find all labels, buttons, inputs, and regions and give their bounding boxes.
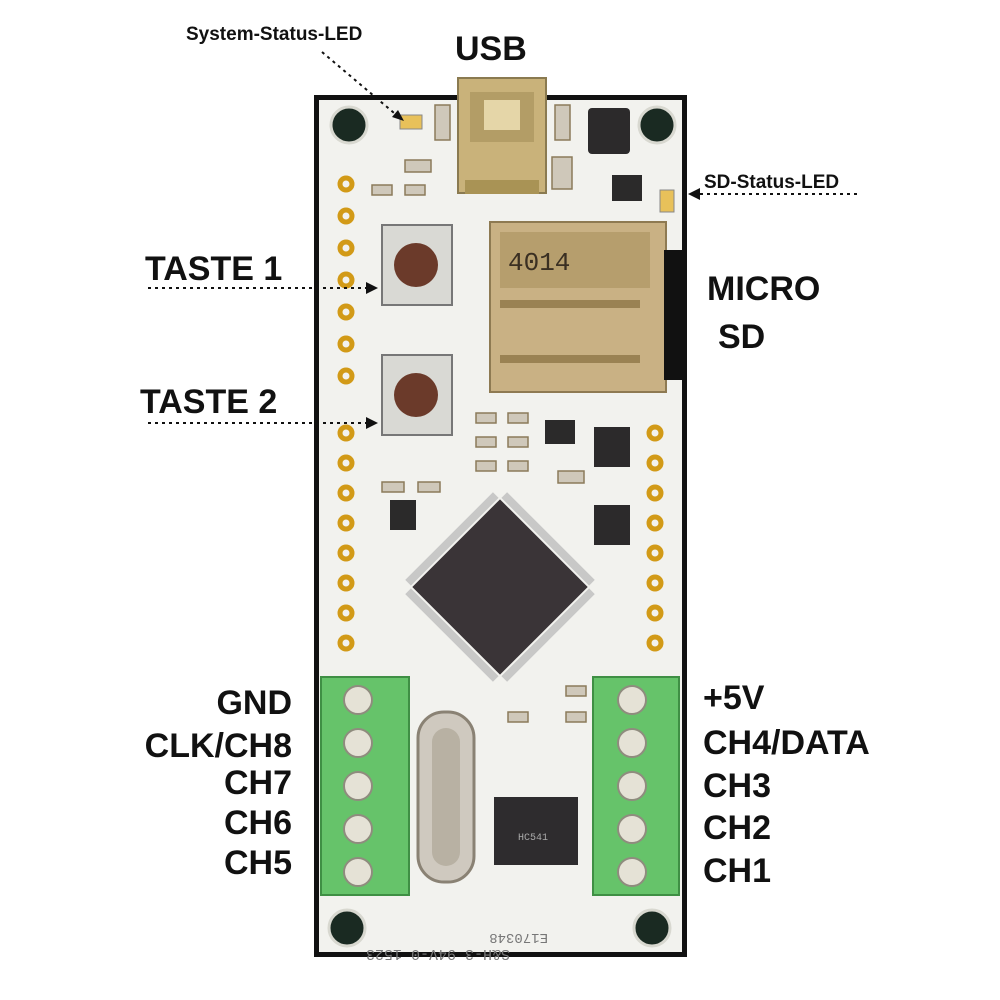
sd-status-led-label: SD-Status-LED bbox=[704, 172, 840, 193]
left-pin-header bbox=[337, 175, 355, 652]
terminal-label-ch5: CH5 bbox=[223, 844, 292, 882]
shift-register-label: HC541 bbox=[518, 833, 548, 844]
microcontroller-chip bbox=[405, 492, 595, 682]
terminal-label-ch6: CH6 bbox=[223, 804, 292, 842]
sd-status-led bbox=[659, 189, 675, 213]
board-manufacturer-mark: S&H-3 94V-0 1523 bbox=[366, 945, 510, 962]
taste1-label: TASTE 1 bbox=[145, 250, 283, 288]
terminal-label-clk-ch8: CLK/CH8 bbox=[144, 727, 292, 765]
right-pin-header bbox=[646, 424, 664, 652]
sd-label: SD bbox=[718, 318, 766, 356]
microsd-slot bbox=[489, 221, 682, 393]
terminal-label-ch4-data: CH4/DATA bbox=[703, 724, 870, 762]
system-status-led bbox=[399, 114, 423, 130]
terminal-label-ch1: CH1 bbox=[703, 852, 772, 890]
capacitors bbox=[588, 108, 630, 545]
terminal-label-5v: +5V bbox=[703, 679, 765, 717]
pushbutton-2 bbox=[381, 354, 453, 436]
usb-connector bbox=[457, 77, 547, 194]
board-id-mark: E170348 bbox=[489, 929, 548, 945]
sd-card-code: 4014 bbox=[508, 248, 570, 278]
smd-components bbox=[371, 104, 587, 723]
micro-label: MICRO bbox=[707, 270, 821, 308]
terminal-label-gnd: GND bbox=[216, 684, 292, 722]
left-terminal-block bbox=[320, 676, 410, 896]
callout-lines bbox=[148, 51, 858, 424]
usb-label: USB bbox=[455, 30, 527, 68]
crystal-oscillator bbox=[416, 710, 476, 884]
callout-arrows bbox=[366, 110, 700, 429]
terminal-label-ch2: CH2 bbox=[703, 809, 772, 847]
taste2-label: TASTE 2 bbox=[140, 383, 278, 421]
transistors bbox=[390, 175, 642, 530]
pushbutton-1 bbox=[381, 224, 453, 306]
terminal-label-ch3: CH3 bbox=[703, 767, 772, 805]
right-terminal-block bbox=[592, 676, 680, 896]
mounting-holes bbox=[327, 105, 677, 948]
shift-register-chip bbox=[494, 797, 578, 865]
terminal-label-ch7: CH7 bbox=[223, 764, 292, 802]
system-status-led-label: System-Status-LED bbox=[186, 24, 363, 45]
